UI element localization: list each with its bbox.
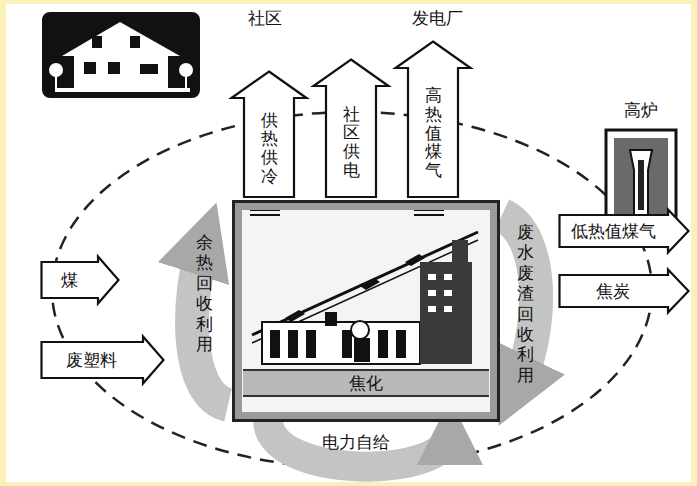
node-text: 低热值煤气: [571, 221, 656, 241]
node-text: 焦炭: [596, 281, 630, 301]
input-arrow: 废塑料: [40, 335, 165, 385]
output-arrow: 焦炭: [558, 268, 690, 314]
arrow-outline: [560, 210, 689, 253]
node-text: 焦化: [243, 369, 489, 397]
arrow-outline: [42, 257, 119, 304]
arrow-outline: [314, 60, 389, 198]
destination-label: 发电厂: [412, 8, 463, 28]
node-text: 社区供电: [343, 105, 360, 180]
output-arrow: 高热值煤气: [394, 40, 472, 198]
right-arrow-shape: [40, 255, 120, 305]
loop-label: 电力自给: [322, 432, 390, 452]
arrow-outline: [232, 72, 307, 198]
paper: [6, 4, 691, 482]
node-text: 供热供冷: [261, 111, 278, 186]
output-arrow: 供热供冷: [230, 70, 308, 198]
node-text: 高热值煤气: [425, 86, 442, 179]
waste-recycle-arrow: [502, 215, 536, 392]
coking-plant-illustration: [232, 200, 500, 422]
house-icon: [42, 12, 200, 98]
output-arrow: 低热值煤气: [558, 208, 690, 254]
coking-plant-box: 焦化: [232, 200, 500, 422]
input-arrow: 煤: [40, 255, 120, 305]
destination-label: 社区: [248, 8, 282, 28]
node-text: 煤: [61, 270, 78, 290]
power-loop-arrow: [268, 420, 450, 467]
node-text: 高炉: [624, 100, 658, 120]
arrow-outline: [396, 42, 471, 198]
output-arrow: 社区供电: [312, 58, 390, 198]
arrow-outline: [42, 337, 164, 384]
node-text: 废塑料: [66, 350, 117, 370]
arrow-outline: [560, 270, 689, 313]
recycle-label: 余热回收利用: [196, 232, 213, 354]
recycle-label: 废水废渣回收利用: [517, 222, 534, 385]
